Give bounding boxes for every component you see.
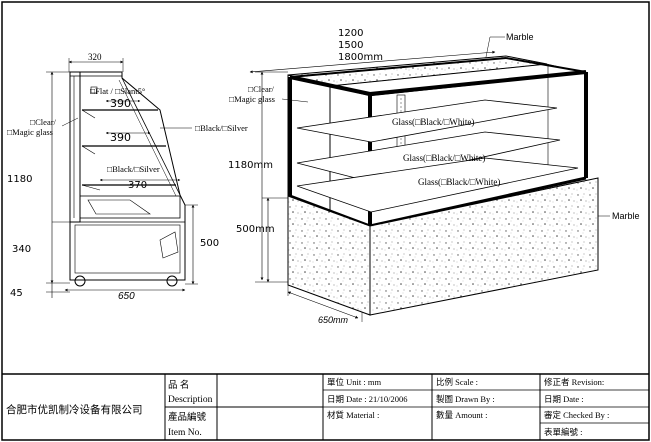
side-width-dim: 320: [88, 52, 102, 62]
revision-field: 修正者 Revision:: [544, 377, 604, 387]
persp-depth-dim: 650mm: [318, 315, 349, 325]
unit-field: 單位 Unit : mm: [327, 377, 381, 387]
date-field: 日期 Date : 21/10/2006: [327, 394, 408, 404]
persp-glass-option-1: □Clear/: [248, 84, 275, 94]
side-view: 320 □Flat / □Slant5° 390 390 □Black/□Sil…: [7, 52, 248, 302]
side-base-dim: 340: [12, 244, 31, 255]
company-name: 合肥市优凯制冷设备有限公司: [6, 403, 143, 416]
item-no-en: Item No.: [168, 428, 202, 438]
shelf-top-width: 390: [110, 97, 131, 110]
amount-field: 數量 Amount :: [436, 410, 487, 420]
marble-side-label: Marble: [612, 211, 640, 221]
persp-glass-option-2: □Magic glass: [229, 94, 275, 104]
length-dim-1500: 1500: [338, 40, 363, 51]
length-dim-1800: 1800mm: [338, 52, 383, 63]
persp-height-dim: 1180mm: [228, 160, 273, 171]
drawn-by-field: 製圖 Drawn By :: [436, 394, 495, 404]
side-height-dim: 1180: [7, 174, 32, 185]
form-no-field: 表單編號 :: [544, 427, 583, 437]
checked-by-field: 審定 Checked By :: [544, 410, 609, 420]
description-en: Description: [168, 395, 213, 405]
item-no-cn: 產品編號: [168, 411, 207, 423]
material-field: 材質 Material :: [327, 410, 379, 420]
perspective-view: 1200 1500 1800mm Marble Glass(□Black/□Wh…: [228, 28, 640, 325]
title-block: [2, 373, 649, 440]
side-depth-dim: 650: [118, 291, 135, 302]
shelf-1-label: Glass(□Black/□White): [392, 117, 474, 127]
marble-top-label: Marble: [506, 32, 534, 42]
date2-field: 日期 Date :: [544, 394, 584, 404]
shelf-bottom-width: 370: [128, 180, 147, 191]
description-cn: 品 名: [168, 379, 189, 391]
shelf-3-label: Glass(□Black/□White): [418, 177, 500, 187]
side-glass-option-1: □Clear/: [30, 117, 57, 127]
shelf-bottom-option: □Black/□Silver: [107, 164, 160, 174]
scale-field: 比例 Scale :: [436, 377, 478, 387]
length-dim-1200: 1200: [338, 28, 363, 39]
shelf-2-label: Glass(□Black/□White): [403, 153, 485, 163]
side-right-dim: 500: [200, 238, 219, 249]
shelf-mid-width: 390: [110, 131, 131, 144]
shelf-top-option: □Flat / □Slant5°: [90, 86, 145, 96]
persp-base-dim: 500mm: [236, 224, 275, 235]
side-foot-dim: 45: [10, 288, 23, 299]
side-bracket-option: □Black/□Silver: [195, 123, 248, 133]
side-glass-option-2: □Magic glass: [7, 127, 53, 137]
